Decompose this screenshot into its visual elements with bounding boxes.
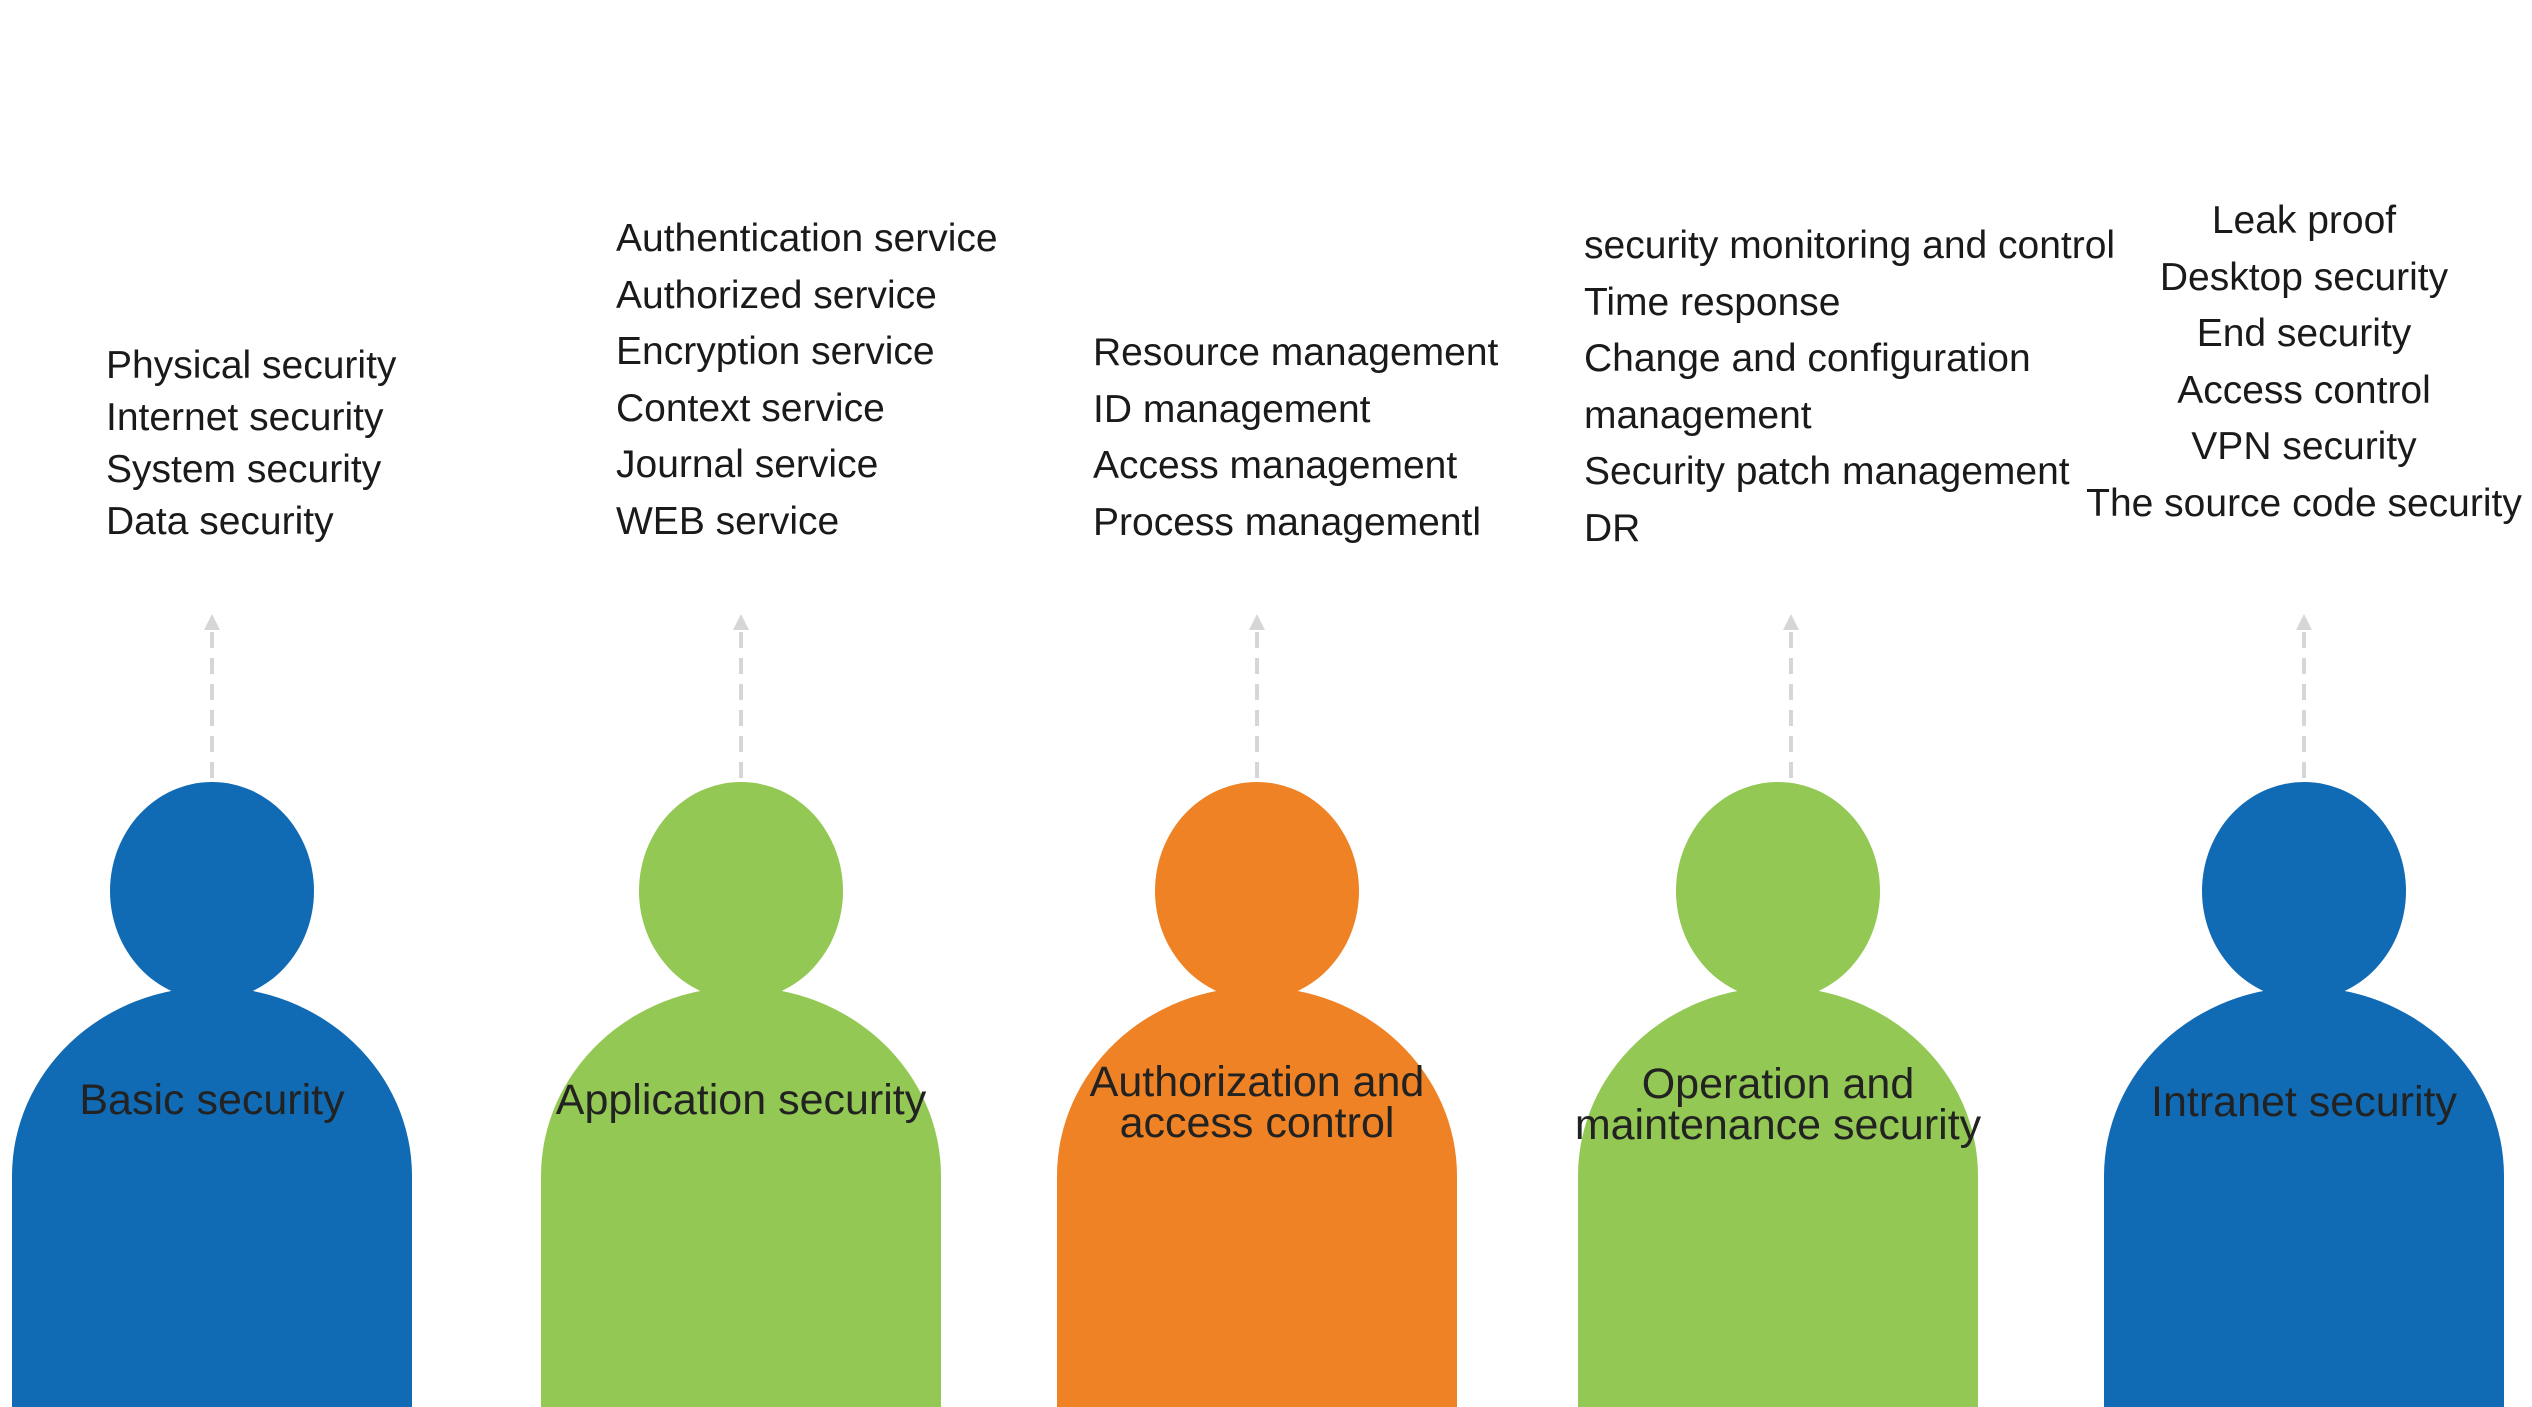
person-body-icon (2104, 987, 2504, 1407)
list-item: ID management (1093, 387, 1371, 431)
list-item: Resource management (1093, 331, 1499, 374)
person-body-icon (1057, 987, 1457, 1407)
list-item: Time response (1584, 280, 1841, 324)
list-item: Data security (106, 500, 334, 543)
operation-items: security monitoring and control Time res… (1584, 218, 2115, 557)
person-head-icon (1676, 782, 1880, 1000)
list-item: End security (2196, 312, 2412, 355)
list-item: Leak proof (2211, 199, 2397, 242)
person-body-icon (541, 987, 941, 1407)
category-label: Application security (555, 1076, 927, 1124)
application-security-items: Authentication service Authorized servic… (616, 211, 998, 550)
list-item: Desktop security (2159, 255, 2449, 299)
person-head-icon (1155, 782, 1359, 1000)
person-head-icon (639, 782, 843, 1000)
list-item: Authentication service (616, 217, 998, 260)
person-head-icon (2202, 782, 2406, 1000)
list-item: Access control (2177, 368, 2431, 412)
list-item: Journal service (616, 443, 879, 486)
list-item: Process managementl (1093, 500, 1482, 544)
person-body-icon (12, 987, 412, 1407)
authorization-items: Resource management ID management Access… (1093, 325, 1498, 551)
list-item: management (1584, 393, 1812, 437)
category-label: Operation and maintenance security (1574, 1060, 1982, 1149)
list-item: security monitoring and control (1584, 224, 2116, 267)
category-label: Authorization and access control (1089, 1058, 1425, 1147)
person-figure-basic: Basic security (12, 782, 412, 1407)
list-item: DR (1584, 506, 1641, 550)
list-item: Physical security (106, 344, 397, 387)
intranet-items: Leak proof Desktop security End security… (2086, 193, 2522, 532)
list-item: Access management (1093, 444, 1458, 487)
person-figure-operation: Operation and maintenance security (1575, 782, 1981, 1407)
person-figure-intranet: Intranet security (2104, 782, 2504, 1407)
list-item: WEB service (616, 499, 840, 543)
person-head-icon (110, 782, 314, 1000)
list-item: Encryption service (616, 330, 935, 373)
list-item: Context service (616, 386, 885, 430)
person-body-icon (1578, 987, 1978, 1407)
list-item: Security patch management (1584, 450, 2070, 493)
basic-security-items: Physical security Internet security Syst… (106, 340, 396, 548)
category-label: Basic security (79, 1076, 345, 1124)
list-item: VPN security (2191, 425, 2417, 468)
list-item: The source code security (2086, 481, 2522, 525)
list-item: Change and configuration (1584, 337, 2031, 380)
list-item: Authorized service (616, 273, 937, 317)
person-figure-authorization: Authorization and access control (1057, 782, 1457, 1407)
category-label: Intranet security (2151, 1078, 2457, 1126)
list-item: Internet security (106, 396, 384, 439)
list-item: System security (106, 448, 382, 491)
person-figure-application: Application security (541, 782, 941, 1407)
